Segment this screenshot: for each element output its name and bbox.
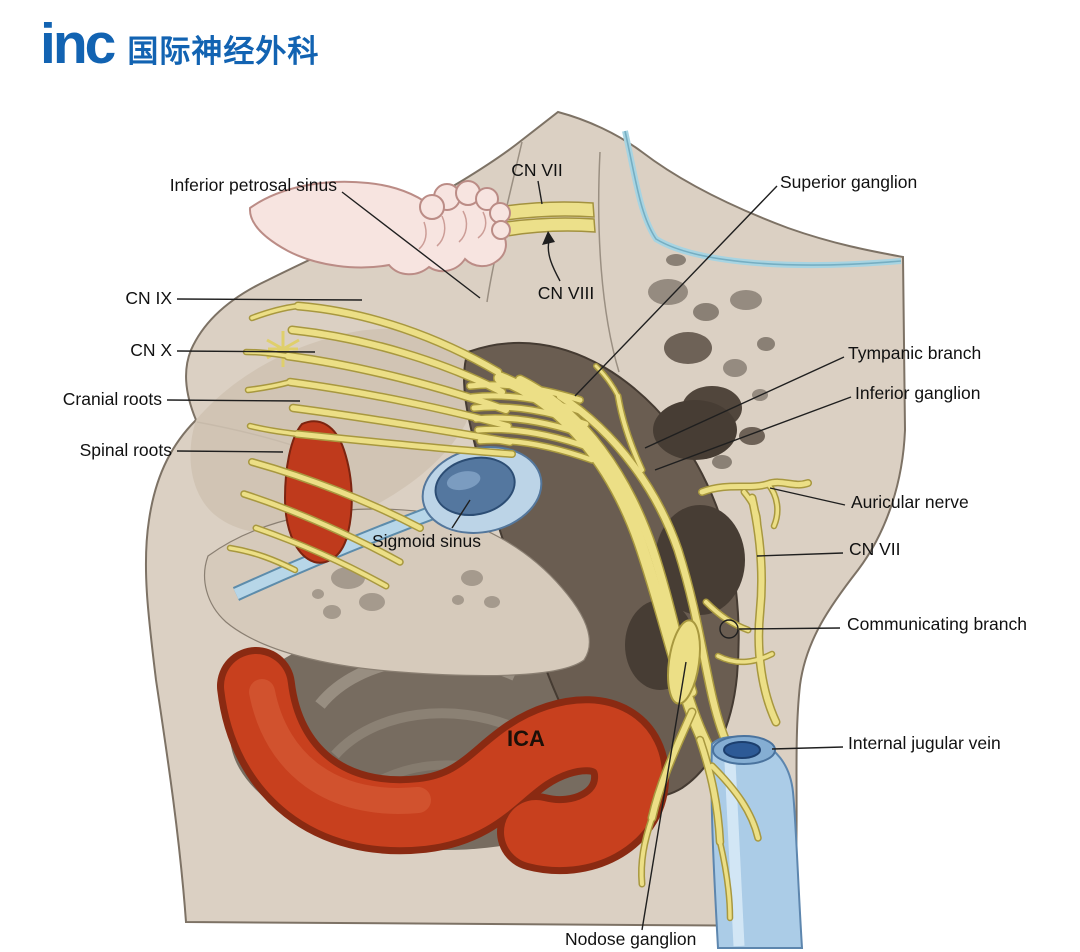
label-cn-viii: CN VIII <box>537 283 595 303</box>
logo-inc-wordmark: inc <box>40 12 116 76</box>
label-internal-jugular-vein: Internal jugular vein <box>848 733 1001 753</box>
cn-vii-viii-band <box>504 201 596 237</box>
label-cn-ix: CN IX <box>125 288 172 308</box>
logo: inc 国际神经外科 <box>40 16 319 73</box>
label-cn-vii-right: CN VII <box>849 539 901 559</box>
label-sigmoid-sinus: Sigmoid sinus <box>372 531 481 551</box>
nodose-ganglion-shape <box>667 619 701 705</box>
leader-lines <box>166 180 852 931</box>
communicating-branch-marker <box>719 619 739 639</box>
cerebellum-flocculus <box>248 180 511 276</box>
label-cn-x: CN X <box>130 340 172 360</box>
label-communicating-branch: Communicating branch <box>847 614 1027 634</box>
cn-viii-arrowhead <box>542 231 555 245</box>
label-cranial-roots: Cranial roots <box>62 389 162 409</box>
label-inferior-ganglion: Inferior ganglion <box>855 383 981 403</box>
label-nodose-ganglion: Nodose ganglion <box>565 929 697 949</box>
label-spinal-roots: Spinal roots <box>79 440 172 460</box>
label-tympanic-branch: Tympanic branch <box>848 343 982 363</box>
logo-cjk-text: 国际神经外科 <box>127 34 320 69</box>
label-ica: ICA <box>507 726 545 751</box>
flocculus-creases <box>418 210 487 250</box>
label-cn-vii-top: CN VII <box>511 160 563 180</box>
label-superior-ganglion: Superior ganglion <box>780 172 918 192</box>
label-auricular-nerve: Auricular nerve <box>851 492 969 512</box>
ica-vessel <box>217 647 669 875</box>
label-inferior-petrosal-sinus: Inferior petrosal sinus <box>169 175 337 195</box>
petrosal-sinus-line <box>622 130 902 269</box>
